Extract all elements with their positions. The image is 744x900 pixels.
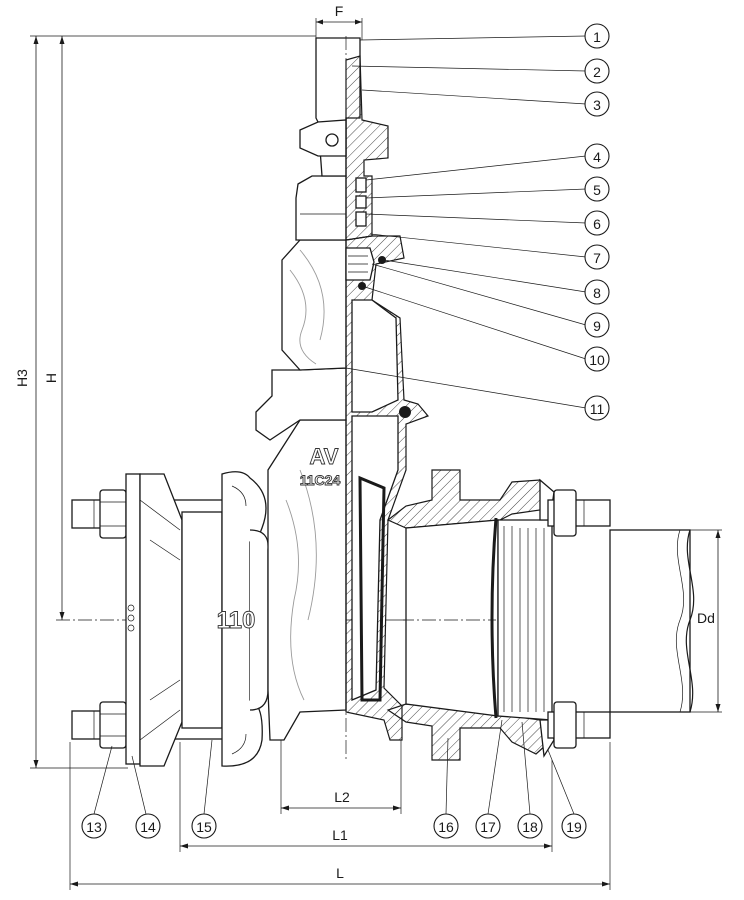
svg-text:11: 11: [590, 401, 605, 417]
size-marking: 110: [217, 607, 256, 634]
callout-3: 3: [584, 91, 610, 117]
left-flange-assembly: [71, 471, 269, 767]
dim-L1-label: L1: [332, 827, 348, 843]
svg-text:9: 9: [593, 318, 601, 334]
callout-bubbles: 1 2 3 4 5 6 7 8 9 10 11 13 14 15 16 17 1…: [81, 23, 610, 839]
callout-19: 19: [561, 813, 587, 839]
svg-text:8: 8: [593, 285, 601, 301]
svg-text:7: 7: [593, 250, 601, 266]
callout-4: 4: [584, 143, 610, 169]
svg-text:5: 5: [593, 182, 601, 198]
svg-text:10: 10: [589, 352, 605, 368]
svg-text:4: 4: [593, 149, 601, 165]
callout-18: 18: [517, 813, 543, 839]
svg-text:18: 18: [522, 819, 538, 835]
callout-15: 15: [191, 813, 217, 839]
svg-text:2: 2: [593, 64, 601, 80]
dim-L2-label: L2: [334, 789, 350, 805]
svg-text:15: 15: [196, 819, 212, 835]
svg-text:19: 19: [566, 819, 582, 835]
callout-13: 13: [81, 813, 107, 839]
body-markings: AV 11C24 110: [216, 444, 341, 635]
leader-lines: [93, 35, 587, 815]
callout-8: 8: [584, 279, 610, 305]
svg-text:13: 13: [86, 819, 102, 835]
callout-16: 16: [433, 813, 459, 839]
stamp-mark: [127, 604, 135, 632]
svg-text:1: 1: [593, 29, 601, 45]
svg-text:14: 14: [140, 819, 156, 835]
callout-6: 6: [584, 210, 610, 236]
svg-text:6: 6: [593, 216, 601, 232]
dim-L-label: L: [336, 865, 344, 881]
valve-body: [255, 36, 430, 760]
dim-Dd-label: Dd: [697, 610, 715, 626]
callout-2: 2: [584, 58, 610, 84]
svg-text:3: 3: [593, 97, 601, 113]
right-socket: [386, 469, 611, 761]
model-marking: 11C24: [300, 472, 341, 488]
svg-text:16: 16: [438, 819, 454, 835]
callout-7: 7: [584, 244, 610, 270]
callout-10: 10: [584, 346, 610, 372]
dimension-lines: [30, 18, 722, 890]
callout-14: 14: [135, 813, 161, 839]
dim-H-label: H: [43, 373, 59, 383]
pipe-spigot: [609, 529, 695, 713]
brand-logo-text: AV: [310, 444, 339, 469]
callout-17: 17: [475, 813, 501, 839]
dim-F-label: F: [335, 3, 344, 19]
callout-1: 1: [584, 23, 610, 49]
callout-5: 5: [584, 176, 610, 202]
callout-9: 9: [584, 312, 610, 338]
callout-11: 11: [584, 395, 610, 421]
dimension-labels: F H3 H L L1 L2 Dd: [14, 3, 715, 881]
dim-H3-label: H3: [14, 369, 30, 387]
svg-text:17: 17: [480, 819, 496, 835]
